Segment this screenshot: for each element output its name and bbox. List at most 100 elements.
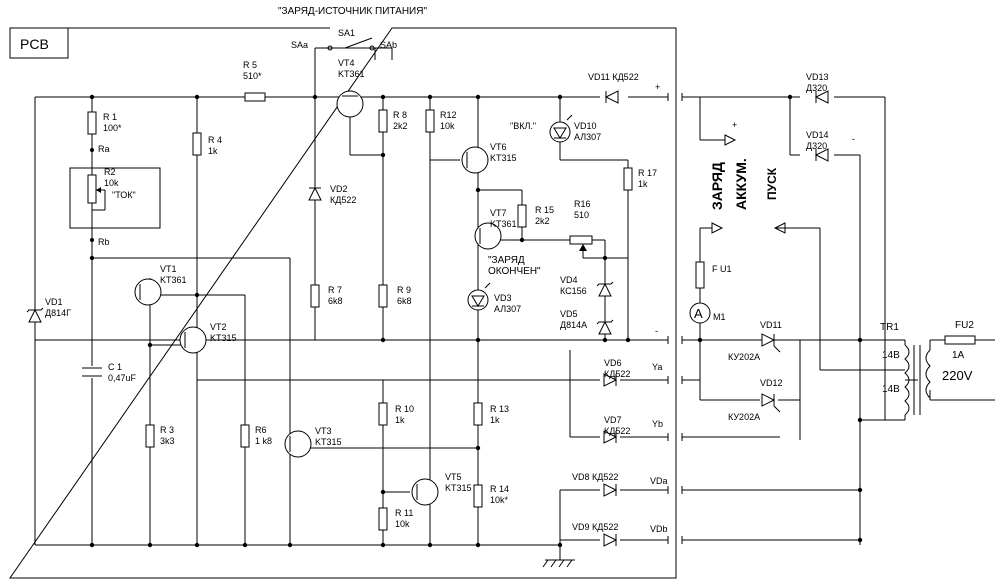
label-r13: R 13 [490, 404, 509, 414]
label-vd6: КД522 [604, 369, 630, 379]
label-fu2: FU2 [955, 320, 974, 331]
transistors [134, 90, 502, 506]
label-ku2: КУ202А [728, 412, 760, 422]
label-r11: 10k [395, 519, 410, 529]
label-vt4: VT4 [338, 58, 355, 68]
label-r6: R6 [255, 425, 267, 435]
label-vt5: VT5 [445, 472, 462, 482]
label-r11: R 11 [395, 508, 413, 518]
label-vt4: KT361 [338, 69, 365, 79]
label-vd5: Д814А [560, 320, 587, 330]
label-vt7: VT7 [490, 208, 507, 218]
switch-sa1-name: SA1 [338, 28, 355, 38]
label-vt6: VT6 [490, 142, 507, 152]
label-r5: R 5 [243, 60, 257, 70]
label-r7: R 7 [328, 285, 342, 295]
label-vd2: КД522 [330, 195, 356, 205]
label-r7: 6k8 [328, 296, 343, 306]
transformer-tr1 [904, 344, 931, 416]
label-vt6: KT315 [490, 153, 517, 163]
label-r14: R 14 [490, 484, 509, 494]
label-r14: 10k* [490, 495, 509, 505]
label-tok: "ТОК" [112, 190, 136, 200]
vertical-label-pusk: ПУСК [765, 167, 779, 200]
label-r4: R 4 [208, 135, 222, 145]
label-vd8: VD8 КД522 [572, 472, 618, 482]
label-r3: R 3 [160, 425, 174, 435]
capacitor-c1 [80, 366, 104, 378]
label-v220: 220V [942, 368, 973, 383]
leds [467, 114, 573, 311]
label-v14b: 14В [882, 384, 900, 395]
label-vt2: VT2 [210, 322, 227, 332]
label-vd6: VD6 [604, 358, 622, 368]
label-vd4: VD4 [560, 275, 578, 285]
label-r5: 510* [243, 71, 262, 81]
label-r4: 1k [208, 146, 218, 156]
label-vd2: VD2 [330, 184, 348, 194]
diagram-title: "ЗАРЯД-ИСТОЧНИК ПИТАНИЯ" [278, 6, 427, 17]
label-vt1: KT361 [160, 275, 187, 285]
label-ku1: КУ202А [728, 352, 760, 362]
label-vd11top: VD11 КД522 [588, 72, 639, 82]
label-vd3: VD3 [494, 293, 512, 303]
label-vd13: VD13 [806, 72, 829, 82]
label-fu1: F U1 [712, 264, 732, 274]
label-vt3: KT315 [315, 437, 342, 447]
r16-wiper [579, 244, 587, 251]
label-vt1: VT1 [160, 264, 177, 274]
label-vd7: VD7 [604, 415, 622, 425]
label-vd1: VD1 [45, 297, 63, 307]
label-vd11r: VD11 [760, 320, 782, 330]
label-vt2: KT315 [210, 333, 237, 343]
label-r6: 1 k8 [255, 436, 272, 446]
label-r10: R 10 [395, 404, 414, 414]
arrows [711, 134, 786, 234]
label-r12: R12 [440, 110, 457, 120]
ammeter [689, 302, 711, 324]
label-r1: 100* [103, 123, 122, 133]
label-r17: R 17 [638, 168, 657, 178]
resistors [87, 92, 976, 531]
label-fuse2: 1A [952, 350, 965, 361]
label-m1: M1 [713, 312, 726, 322]
junctions [89, 94, 863, 548]
label-r3: 3k3 [160, 436, 175, 446]
label-vd10: VD10 [574, 121, 597, 131]
label-vd13: Д320 [806, 83, 827, 93]
label-minus2: - [852, 134, 855, 144]
label-vd3: АЛ307 [494, 304, 521, 314]
label-r10: 1k [395, 415, 405, 425]
label-vd5: VD5 [560, 309, 578, 319]
label-c1: 0,47uF [108, 373, 137, 383]
label-zaryad-ok: "ЗАРЯД [488, 255, 525, 266]
label-r9: 6k8 [397, 296, 412, 306]
label-plus2: + [732, 120, 737, 130]
label-r17: 1k [638, 179, 648, 189]
label-plus1: + [655, 82, 660, 92]
label-r15: R 15 [535, 205, 554, 215]
label-vda: VDa [650, 476, 668, 486]
switch-sa1 [314, 37, 393, 97]
label-vt5: KT315 [445, 483, 472, 493]
label-r8: 2k2 [393, 121, 408, 131]
label-v14a: 14В [882, 350, 900, 361]
label-r8: R 8 [393, 110, 407, 120]
label-vdb: VDb [650, 524, 668, 534]
ground-symbol [542, 559, 575, 568]
vertical-label-akkum: АККУМ. [733, 158, 749, 210]
label-r1: R 1 [103, 112, 117, 122]
label-r2: 10k [104, 178, 119, 188]
switch-sa1-b: SAb [380, 40, 397, 50]
board-outline [9, 27, 677, 579]
wires [34, 96, 995, 560]
label-r9: R 9 [397, 285, 411, 295]
label-yb: Yb [652, 419, 663, 429]
label-vt7: KT361 [490, 219, 517, 229]
label-r2: R2 [104, 167, 116, 177]
label-vd9: VD9 КД522 [572, 522, 618, 532]
label-zaryad-ok: ОКОНЧЕН" [488, 266, 541, 277]
